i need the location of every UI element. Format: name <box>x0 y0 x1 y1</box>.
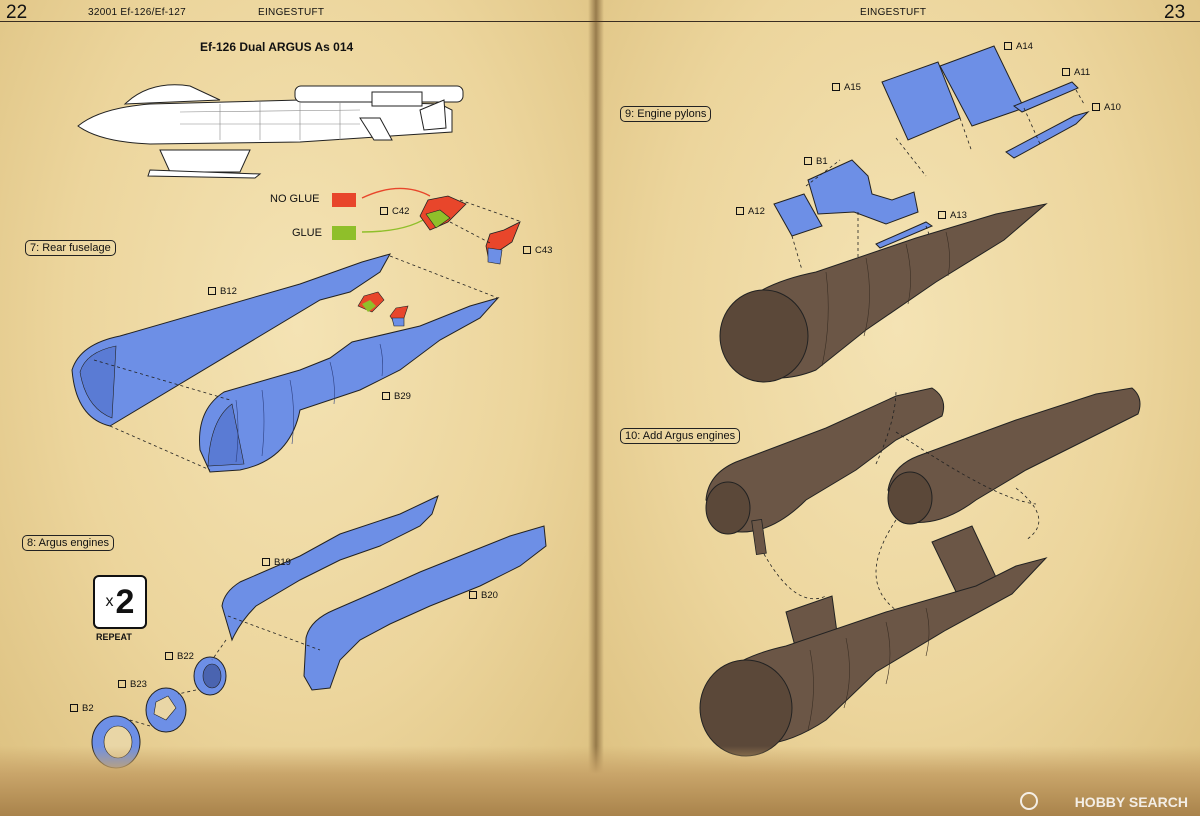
checkbox-b2[interactable] <box>70 704 78 713</box>
part-label-a10: A10 <box>1092 102 1121 113</box>
checkbox-b29[interactable] <box>382 392 390 401</box>
watermark-text: HOBBY SEARCH <box>1074 794 1188 810</box>
part-label-b2: B2 <box>70 703 94 714</box>
checkbox-b1[interactable] <box>804 157 812 166</box>
checkbox-a15[interactable] <box>832 83 840 92</box>
pylon-engine-illustration <box>699 45 1141 757</box>
checkbox-b12[interactable] <box>208 287 216 296</box>
checkbox-c42[interactable] <box>380 207 388 216</box>
no-glue-swatch <box>332 193 356 207</box>
part-a13-shape <box>875 221 934 249</box>
part-b22-shape <box>193 656 227 696</box>
checkbox-b22[interactable] <box>165 652 173 661</box>
header-rule-right <box>596 21 1200 22</box>
part-b20-shape <box>303 525 547 691</box>
left-page: 22 32001 Ef-126/Ef-127 EINGESTUFT Ef-126… <box>0 0 596 816</box>
part-label-b23: B23 <box>118 679 147 690</box>
book-gutter <box>588 0 604 816</box>
part-label-c43: C43 <box>523 245 552 256</box>
model-title: Ef-126 Dual ARGUS As 014 <box>200 40 354 54</box>
burnt-page-edge <box>0 746 1200 816</box>
checkbox-a13[interactable] <box>938 211 946 220</box>
checkbox-a11[interactable] <box>1062 68 1070 77</box>
checkbox-b19[interactable] <box>262 558 270 567</box>
step10-nacelle-assembly <box>699 525 1048 757</box>
brand-header-right: EINGESTUFT <box>860 7 927 18</box>
right-page: EINGESTUFT 23 <box>596 0 1200 816</box>
part-label-b20: B20 <box>469 590 498 601</box>
header-rule-left <box>0 21 596 22</box>
checkbox-a12[interactable] <box>736 207 744 216</box>
step-7-label: 7: Rear fuselage <box>25 240 116 256</box>
part-c43-shape <box>485 221 521 265</box>
repeat-x: x <box>105 593 114 610</box>
watermark-logo-icon <box>1020 792 1038 810</box>
part-a11-shape <box>1012 81 1079 113</box>
checkbox-a10[interactable] <box>1092 103 1100 112</box>
part-label-b29: B29 <box>382 391 411 402</box>
argus-engine-upper-right <box>887 387 1141 525</box>
argus-engine-upper-left <box>705 387 945 555</box>
part-b23-shape <box>145 687 187 733</box>
kit-code: 32001 Ef-126/Ef-127 <box>88 7 186 18</box>
step-8-label: 8: Argus engines <box>22 535 114 551</box>
part-label-b22: B22 <box>165 651 194 662</box>
checkbox-b20[interactable] <box>469 591 477 600</box>
glue-label: GLUE <box>292 227 322 239</box>
part-label-a13: A13 <box>938 210 967 221</box>
brand-header-left: EINGESTUFT <box>258 7 325 18</box>
part-label-a14: A14 <box>1004 41 1033 52</box>
part-label-c42: C42 <box>380 206 409 217</box>
repeat-badge: x 2 <box>93 575 147 629</box>
part-label-b12: B12 <box>208 286 237 297</box>
checkbox-b23[interactable] <box>118 680 126 689</box>
part-label-b1: B1 <box>804 156 828 167</box>
checkbox-c43[interactable] <box>523 246 531 255</box>
step-9-label: 9: Engine pylons <box>620 106 712 122</box>
no-glue-label: NO GLUE <box>270 193 320 205</box>
checkbox-a14[interactable] <box>1004 42 1012 51</box>
part-b19-shape <box>221 495 439 642</box>
part-a12-shape <box>773 193 823 237</box>
part-label-b19: B19 <box>262 557 291 568</box>
page-number-right: 23 <box>1164 2 1186 23</box>
part-label-a15: A15 <box>832 82 861 93</box>
aircraft-profile-illustration <box>71 84 547 769</box>
glue-swatch <box>332 226 356 240</box>
part-label-a12: A12 <box>736 206 765 217</box>
repeat-label: REPEAT <box>96 632 132 642</box>
part-b29-shape <box>199 297 500 473</box>
page-number-left: 22 <box>6 2 28 23</box>
step9-nacelle-shape <box>719 203 1048 383</box>
part-c42-shape <box>419 195 467 231</box>
step-10-label: 10: Add Argus engines <box>620 428 741 444</box>
part-a10-shape <box>1005 110 1090 159</box>
part-label-a11: A11 <box>1062 67 1090 78</box>
no-glue-leader <box>361 187 431 199</box>
repeat-count: 2 <box>115 582 135 621</box>
part-b1-shape <box>807 159 919 225</box>
